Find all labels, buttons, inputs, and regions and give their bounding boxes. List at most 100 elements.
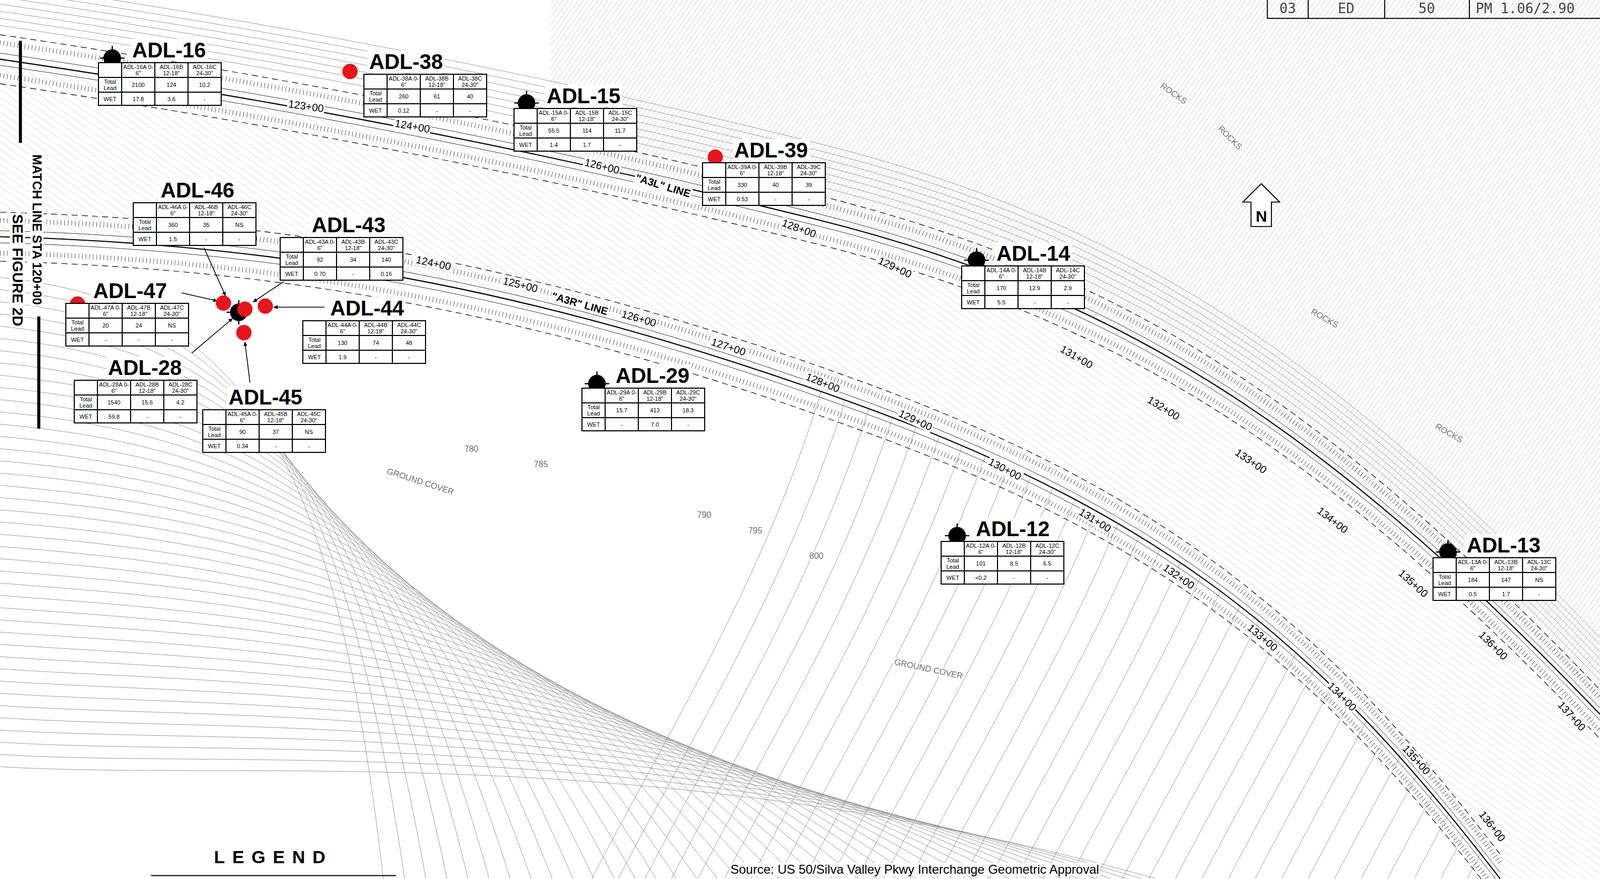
- table-cell: ADL-47C 24-30": [155, 303, 189, 319]
- table-cell: 184: [1456, 572, 1490, 588]
- table-cell: 90: [225, 424, 260, 440]
- table-cell: -: [155, 332, 189, 347]
- sample-id: ADL-47: [91, 279, 169, 302]
- table-cell: 8.5: [997, 556, 1031, 571]
- table-cell: Total Lead: [581, 402, 606, 418]
- table-cell: ADL-45C 24-30": [292, 409, 326, 425]
- table-cell: ADL-46C 24-30": [222, 202, 256, 218]
- contour-line: [571, 336, 837, 879]
- table-cell: [74, 380, 98, 395]
- table-cell: WET: [514, 137, 538, 152]
- table-cell: 114: [570, 123, 604, 138]
- contour-line: [0, 728, 1219, 879]
- table-cell: 1.7: [570, 137, 604, 152]
- table-cell: ADL-14B 12-18": [1018, 265, 1052, 281]
- contour-line: [1314, 336, 1580, 879]
- table-cell: WET: [74, 409, 98, 423]
- table-cell: 2.9: [1051, 280, 1085, 296]
- table-cell: Total Lead: [280, 252, 304, 268]
- contour-line: [0, 630, 1039, 879]
- table-cell: 330: [725, 177, 759, 193]
- contour-line: [757, 336, 1023, 879]
- map-graphic: [0, 83, 1600, 739]
- contour-line: [0, 336, 500, 879]
- sample-id: ADL-39: [732, 139, 810, 162]
- table-cell: [65, 303, 90, 319]
- contour-line: [969, 336, 1236, 879]
- terrain-note: GROUND COVER: [892, 657, 965, 682]
- sample-id: ADL-43: [310, 213, 388, 236]
- table-cell: ADL-15C 24-30": [603, 108, 637, 124]
- map-graphic: [1267, 0, 1600, 19]
- contour-line: [624, 336, 891, 879]
- hillside: [0, 0, 1600, 715]
- map-graphic: [70, 63, 724, 341]
- map-graphic: [1468, 0, 1470, 19]
- table-cell: 7.0: [638, 417, 672, 431]
- table-cell: 1.9: [326, 350, 360, 364]
- table-cell: ADL-12C 24-30": [1030, 541, 1064, 557]
- map-graphic: [100, 45, 1461, 565]
- table-cell: ADL-29B 12-18": [638, 388, 672, 403]
- table-cell: ADL-29C 24-30": [671, 388, 705, 403]
- table-cell: 0.12: [387, 103, 421, 117]
- table-cell: 1540: [97, 394, 131, 410]
- table-cell: [514, 108, 538, 124]
- table-cell: 0.34: [225, 439, 260, 453]
- table-cell: 1.7: [1489, 587, 1523, 601]
- contour-line: [0, 741, 1241, 879]
- table-cell: Total Lead: [133, 217, 157, 233]
- table-cell: 18.3: [671, 402, 705, 418]
- map-graphic: [236, 324, 252, 341]
- elevation-label: 795: [747, 526, 764, 536]
- table-cell: 0.70: [303, 267, 337, 281]
- contour-line: [0, 704, 1174, 879]
- table-cell: WET: [133, 232, 157, 246]
- table-cell: 130: [326, 335, 360, 351]
- table-cell: [581, 388, 606, 403]
- table-cell: 20: [89, 318, 123, 333]
- contour-line: [0, 18, 1600, 674]
- table-cell: [1433, 557, 1457, 573]
- map-graphic: [273, 306, 325, 308]
- table-cell: 5.5: [984, 295, 1019, 309]
- sample-table: ADL-45ADL-45A 0-6"ADL-45B 12-18"ADL-45C …: [202, 409, 327, 453]
- table-cell: Total Lead: [74, 394, 98, 410]
- table-cell: ADL-39A 0-6": [725, 162, 759, 178]
- results-table: ADL-15A 0-6"ADL-15B 12-18"ADL-15C 24-30"…: [513, 107, 638, 152]
- contour-line: [0, 459, 725, 879]
- map-graphic: [0, 236, 1500, 879]
- table-cell: 0.53: [725, 192, 759, 206]
- contour-line: [0, 765, 1286, 879]
- sample-table: ADL-38ADL-38A 0-6"ADL-38B 12-18"ADL-38C …: [363, 73, 488, 118]
- contour-line: [0, 4, 1600, 660]
- table-cell: <0.2: [964, 570, 998, 585]
- table-cell: [202, 409, 226, 425]
- table-cell: ADL-13B 12-18": [1489, 557, 1523, 573]
- road-alignments: [0, 34, 1600, 879]
- elevation-label: 785: [532, 460, 550, 470]
- table-cell: WET: [1433, 587, 1457, 601]
- table-cell: -: [189, 232, 223, 246]
- contour-line: [0, 483, 770, 879]
- table-cell: 2100: [121, 77, 155, 93]
- table-cell: -: [89, 332, 123, 347]
- contour-line: [0, 385, 590, 879]
- results-table: ADL-28A 0-6"ADL-28B 12-18"ADL-28C 24-30"…: [73, 379, 198, 424]
- table-cell: ADL-28B 12-18": [130, 380, 164, 395]
- table-cell: ADL-16C 24-30": [188, 62, 222, 78]
- table-cell: Total Lead: [363, 89, 388, 104]
- contour-line: [0, 11, 1600, 667]
- table-cell: ADL-13A 0-6": [1456, 557, 1490, 573]
- contour-line: [0, 0, 1600, 646]
- table-cell: 48: [392, 335, 426, 351]
- sample-id: ADL-44: [328, 297, 406, 320]
- sample-table: ADL-47ADL-47A 0-6"ADL-47B 12-18"ADL-47C …: [65, 302, 190, 347]
- table-cell: -: [163, 409, 197, 423]
- sheet-cell: PM 1.06/2.90: [1475, 1, 1575, 16]
- contour-line: [0, 410, 635, 879]
- contour-line: [0, 434, 680, 879]
- table-cell: -: [1018, 295, 1052, 309]
- table-cell: WET: [65, 332, 90, 347]
